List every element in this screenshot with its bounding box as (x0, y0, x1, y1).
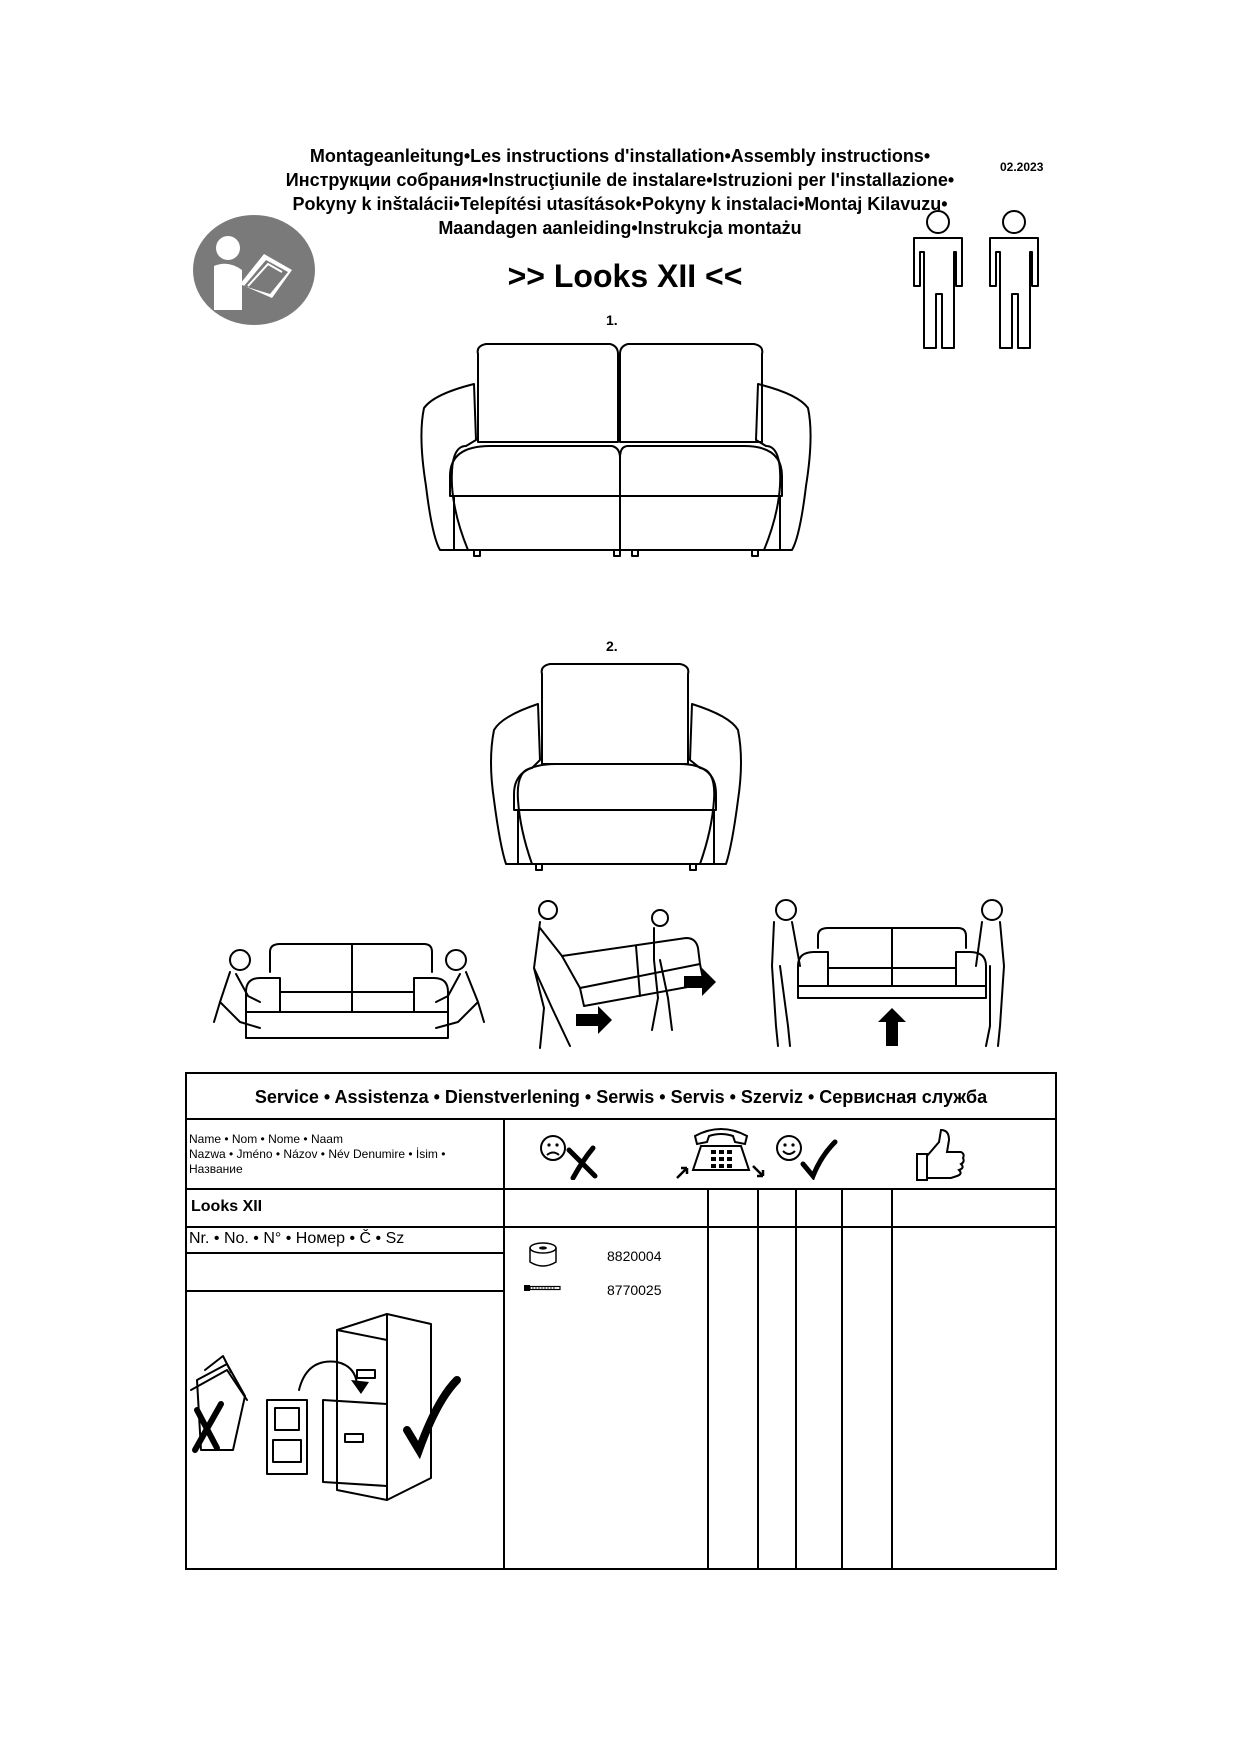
product-title: >> Looks XII << (507, 258, 743, 294)
two-persons-icon (913, 210, 1039, 349)
column-divider (891, 1188, 893, 1568)
part-number-1: 8820004 (607, 1248, 662, 1264)
washer-roll-icon (529, 1242, 557, 1267)
keep-manual-illustration (190, 1313, 461, 1501)
column-divider (841, 1188, 843, 1568)
column-divider (503, 1120, 505, 1568)
part-number-2: 8770025 (607, 1282, 662, 1298)
carry-sofa-crouching-illustration (213, 943, 485, 1039)
column-divider (707, 1188, 709, 1568)
sad-face-cross-icon (540, 1135, 598, 1180)
instruction-titles: Montageanleitung•Les instructions d'inst… (210, 144, 1030, 240)
step-2-label: 2. (606, 638, 618, 654)
armchair-illustration (490, 663, 742, 871)
service-table: Service • Assistenza • Dienstverlening •… (185, 1072, 1057, 1570)
read-manual-icon (193, 215, 315, 325)
happy-face-check-icon (776, 1135, 838, 1180)
number-label: Nr. • No. • N° • Номер • Č • Sz (189, 1230, 405, 1247)
name-label: Name • Nom • Nome • Naam Nazwa • Jméno •… (189, 1132, 499, 1177)
name-label-line-2: Nazwa • Jméno • Názov • Név Denumire • İ… (189, 1147, 446, 1161)
bolt-icon (524, 1285, 561, 1291)
carry-sofa-walking-illustration (533, 900, 716, 1049)
row-divider (187, 1188, 1055, 1190)
header-line-1: Montageanleitung•Les instructions d'inst… (309, 146, 931, 166)
lift-sofa-illustration (771, 899, 1005, 1047)
product-name: Looks XII (191, 1198, 263, 1215)
thumbs-up-icon (916, 1128, 965, 1181)
header-line-4: Maandagen aanleiding•Instrukcja montażu (438, 218, 802, 238)
row-divider (187, 1290, 505, 1292)
step-1-label: 1. (606, 312, 618, 328)
header-line-3: Pokyny k inštalácii•Telepítési utasításo… (292, 194, 948, 214)
row-divider (187, 1252, 505, 1254)
service-title: Service • Assistenza • Dienstverlening •… (187, 1074, 1055, 1120)
telephone-icon (676, 1128, 765, 1179)
column-divider (757, 1188, 759, 1568)
header-line-2: Инструкции собрания•Instrucţiunile de in… (285, 170, 955, 190)
name-label-line-3: Название (189, 1162, 243, 1176)
two-seat-sofa-illustration (420, 343, 812, 557)
document-date: 02.2023 (1000, 160, 1044, 174)
column-divider (795, 1188, 797, 1568)
row-divider (187, 1226, 1055, 1228)
name-label-line-1: Name • Nom • Nome • Naam (189, 1132, 343, 1146)
